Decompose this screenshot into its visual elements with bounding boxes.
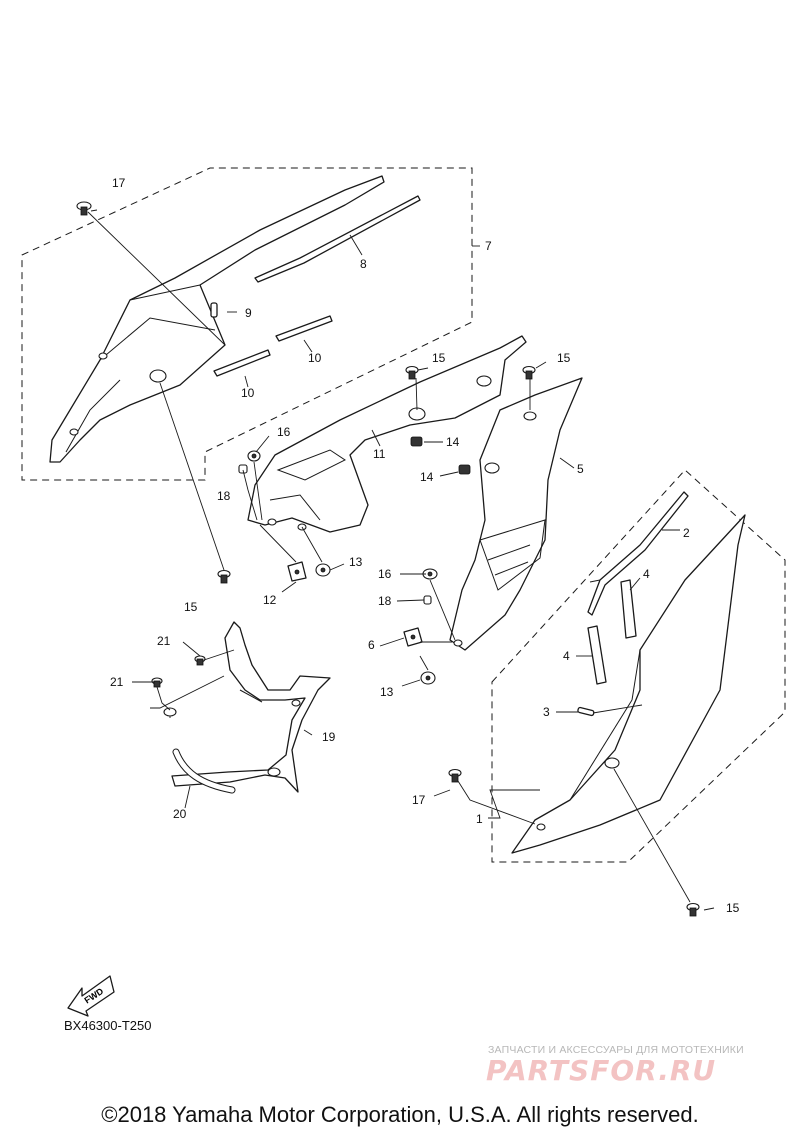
callout-4b: 4 <box>563 649 570 663</box>
group-box-1 <box>491 469 786 863</box>
part-10-strip-b <box>213 349 271 377</box>
callout-15b: 15 <box>557 351 571 365</box>
watermark-logo: PARTSFOR.RU <box>486 1054 717 1087</box>
drawing-code: BX46300-T250 <box>64 1018 152 1033</box>
callout-2: 2 <box>683 526 690 540</box>
callout-16a: 16 <box>277 425 291 439</box>
screw-17-top <box>76 201 92 216</box>
watermark-caption: ЗАПЧАСТИ И АКСЕССУАРЫ ДЛЯ МОТОТЕХНИКИ <box>488 1044 744 1056</box>
callout-7: 7 <box>485 239 492 253</box>
part-11-inner-panel <box>247 335 527 533</box>
callout-9: 9 <box>245 306 252 320</box>
callout-4a: 4 <box>643 567 650 581</box>
callout-17a: 17 <box>112 176 126 190</box>
callout-1: 1 <box>476 812 483 826</box>
callout-15d: 15 <box>726 901 740 915</box>
fasteners <box>151 365 700 917</box>
callout-19: 19 <box>322 730 336 744</box>
part-4-pad-b <box>587 625 607 685</box>
callout-21a: 21 <box>157 634 171 648</box>
callout-labels: 1 2 3 4 4 5 6 7 8 9 10 10 11 12 13 13 14… <box>110 176 740 915</box>
callout-15c: 15 <box>184 600 198 614</box>
callout-13b: 13 <box>380 685 394 699</box>
part-5-mid-panel <box>449 377 583 651</box>
group-box-7 <box>21 167 473 481</box>
callout-3: 3 <box>543 705 550 719</box>
callout-18b: 18 <box>378 594 392 608</box>
callout-8: 8 <box>360 257 367 271</box>
part-1-lower-cowl <box>511 514 746 854</box>
callout-14a: 14 <box>446 435 460 449</box>
callout-6: 6 <box>368 638 375 652</box>
part-2-trim <box>587 491 689 616</box>
callout-17b: 17 <box>412 793 426 807</box>
callout-10a: 10 <box>308 351 322 365</box>
callout-14b: 14 <box>420 470 434 484</box>
part-20-hose-inner <box>173 749 235 793</box>
part-9-pin <box>210 302 218 318</box>
callout-13a: 13 <box>349 555 363 569</box>
part-10-strip-a <box>275 315 333 342</box>
leader-lines <box>87 209 715 911</box>
part-3-pin <box>577 706 595 717</box>
part-19-bracket <box>163 621 331 793</box>
callout-12: 12 <box>263 593 277 607</box>
part-7-side-cowl <box>49 175 385 463</box>
part-4-pad-a <box>620 579 637 639</box>
callout-18a: 18 <box>217 489 231 503</box>
callout-15a: 15 <box>432 351 446 365</box>
fwd-arrow-icon: FWD <box>67 975 115 1017</box>
callout-21b: 21 <box>110 675 124 689</box>
callout-20: 20 <box>173 807 187 821</box>
callout-11: 11 <box>373 447 386 461</box>
copyright-notice: ©2018 Yamaha Motor Corporation, U.S.A. A… <box>101 1102 699 1127</box>
callout-10b: 10 <box>241 386 255 400</box>
callout-5: 5 <box>577 462 584 476</box>
part-8-trim-strip <box>254 195 421 283</box>
callout-16b: 16 <box>378 567 392 581</box>
